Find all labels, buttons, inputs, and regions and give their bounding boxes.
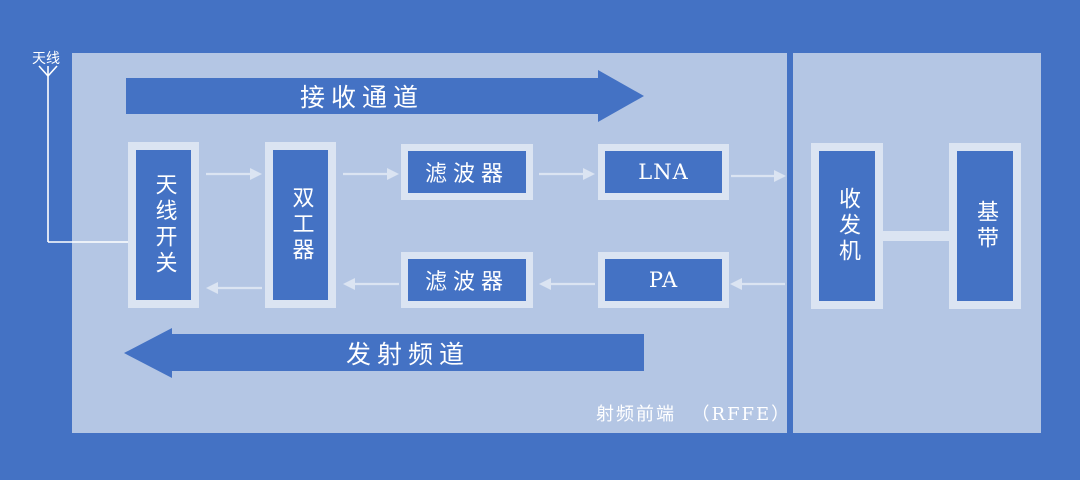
antenna-label: 天线 bbox=[32, 51, 60, 67]
rx-filter-label: 滤波器 bbox=[408, 151, 526, 193]
pa-label: PA bbox=[605, 259, 722, 301]
rx-channel-arrow bbox=[126, 70, 644, 122]
tx-flow-arrows bbox=[206, 278, 785, 294]
transceiver-label: 收发机 bbox=[819, 151, 875, 301]
rx-channel-label: 接收通道 bbox=[299, 83, 424, 112]
tx-channel-arrow bbox=[124, 328, 644, 378]
antenna-switch-label: 天线开关 bbox=[136, 150, 191, 300]
transceiver-baseband-link bbox=[882, 231, 950, 241]
duplexer-label: 双工器 bbox=[273, 150, 328, 300]
tx-filter-label: 滤波器 bbox=[408, 259, 526, 301]
tx-channel-label: 发射频道 bbox=[345, 339, 470, 369]
antenna-icon bbox=[38, 65, 130, 243]
rffe-caption: 射频前端 （RFFE） bbox=[596, 404, 792, 425]
baseband-label: 基带 bbox=[957, 151, 1013, 301]
lna-label: LNA bbox=[605, 151, 722, 193]
rx-flow-arrows bbox=[206, 168, 786, 182]
